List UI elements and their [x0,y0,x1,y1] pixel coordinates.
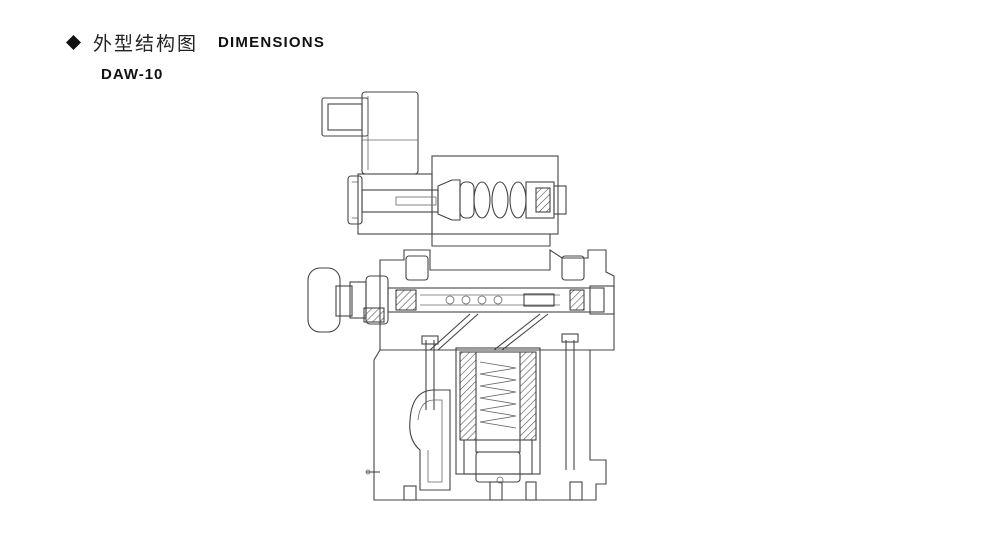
diamond-bullet-icon [66,34,81,50]
model-label: DAW-10 [101,66,164,83]
main-spool-housing [307,248,615,351]
pilot-valve-body [347,155,567,247]
section-title-chinese: 外型结构图 [93,32,199,55]
valve-drawing-svg [307,91,615,501]
solenoid-connector [321,91,419,175]
section-header: 外型结构图 DIMENSIONS [66,30,326,55]
main-valve-body [365,333,607,501]
valve-cross-section-drawing [300,90,630,510]
section-title-english: DIMENSIONS [218,33,326,51]
